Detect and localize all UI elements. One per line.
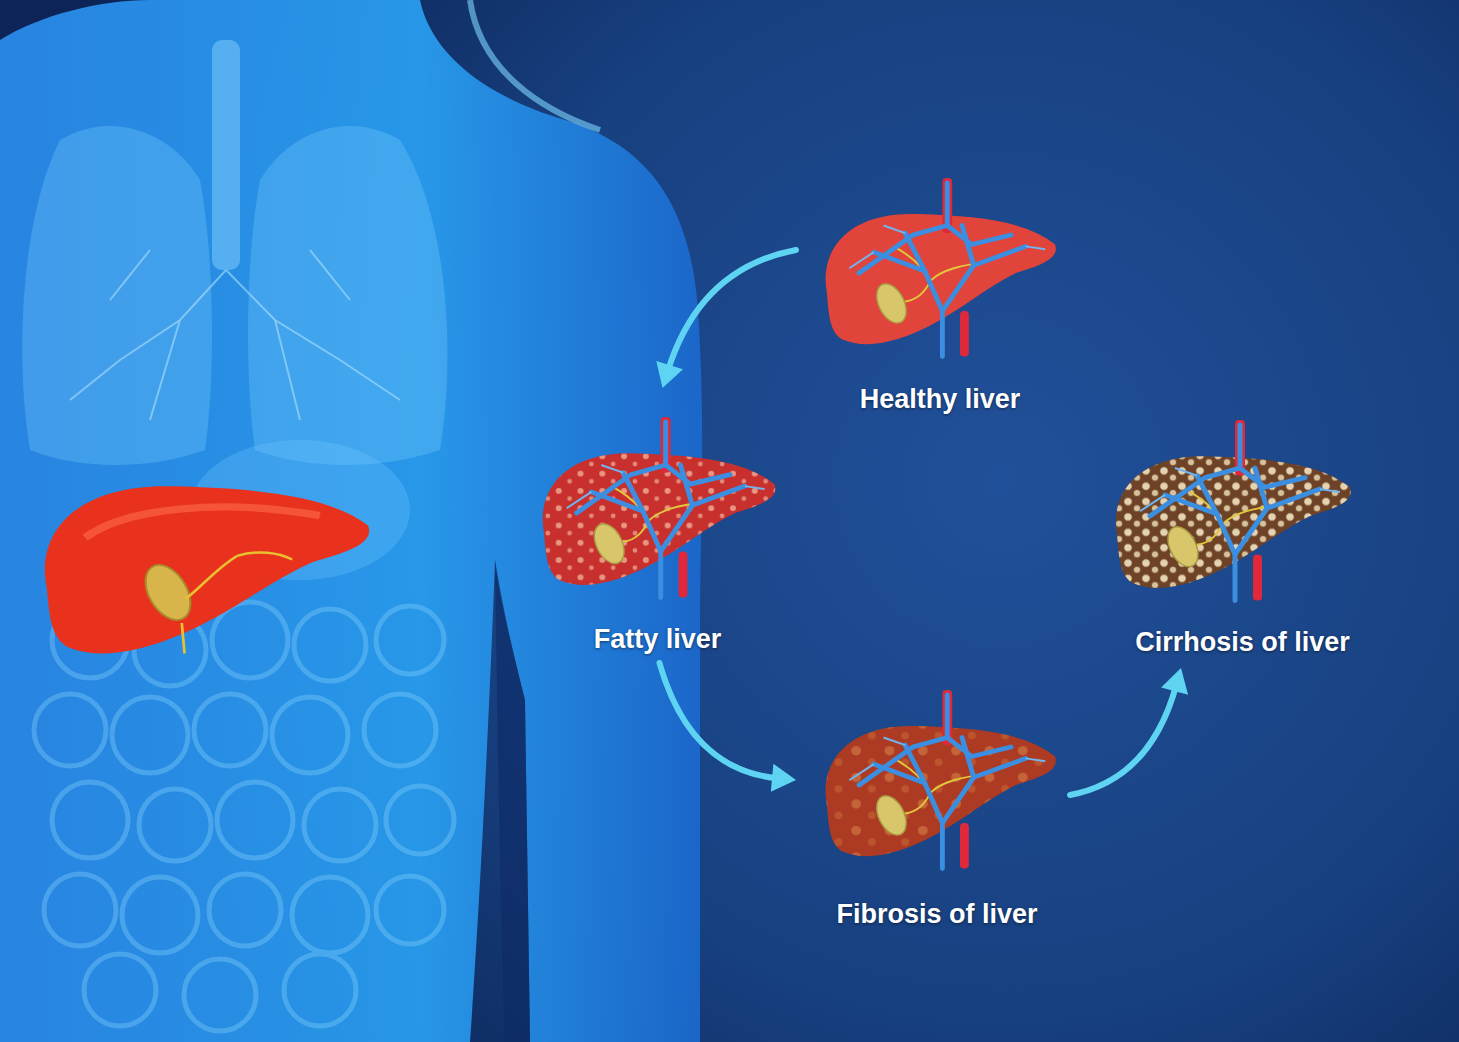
stage-label: Fatty liver <box>521 623 794 655</box>
fibrosis-liver-picture <box>826 690 1056 869</box>
stage-node: Fatty liver <box>521 410 794 655</box>
arrow-line <box>668 250 796 371</box>
stage-label: Fibrosis of liver <box>808 898 1066 930</box>
stage-node: Fibrosis of liver <box>808 685 1066 930</box>
arrow-head <box>656 361 683 388</box>
stage-node: Healthy liver <box>806 170 1074 415</box>
body-liver <box>45 486 369 653</box>
stage-node: Cirrhosis of liver <box>1096 412 1389 658</box>
arrow-head <box>1161 668 1188 695</box>
stage-label: Cirrhosis of liver <box>1096 626 1389 658</box>
arrow-head <box>771 764 796 792</box>
arrow-line <box>660 663 779 778</box>
progression-arrow <box>1070 668 1188 795</box>
cirrhosis-liver-picture <box>1116 420 1351 600</box>
progression-arrow <box>660 663 797 792</box>
healthy-liver-picture <box>826 178 1056 357</box>
stage-label: Healthy liver <box>806 383 1074 415</box>
fatty-liver-picture <box>543 417 776 597</box>
arrow-line <box>1070 685 1176 795</box>
progression-arrow <box>656 250 796 388</box>
